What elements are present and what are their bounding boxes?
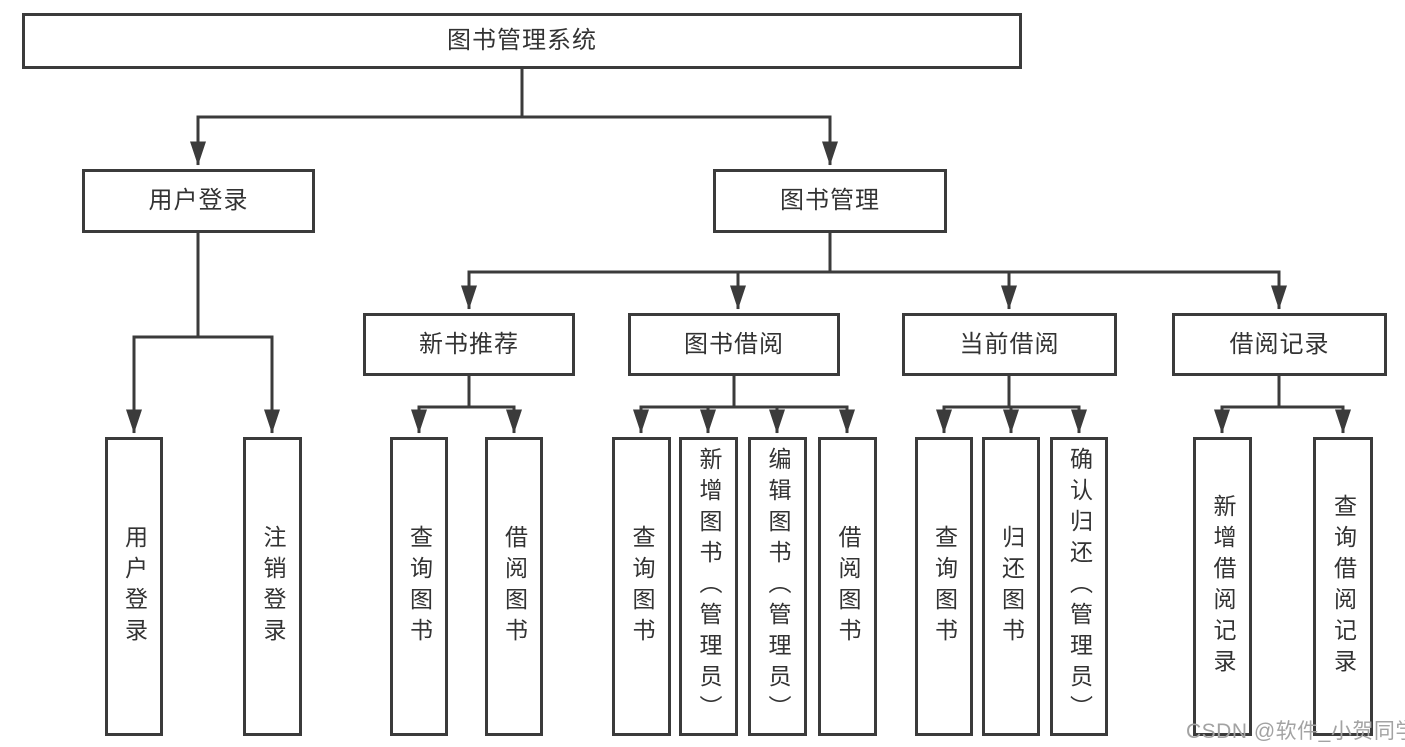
csdn-watermark: CSDN @软件_小贺同学 — [1186, 720, 1405, 743]
node-label: 确认归还（管理员） — [1066, 447, 1093, 726]
node-label: 图书借阅 — [684, 330, 784, 358]
leaf-edit-books-admin: 编辑图书（管理员） — [748, 437, 807, 736]
node-user-login: 用户登录 — [82, 169, 315, 233]
node-label: 借阅记录 — [1229, 330, 1330, 358]
node-label: 当前借阅 — [959, 330, 1060, 358]
node-label: 借阅图书 — [835, 524, 861, 649]
node-label: 新书推荐 — [419, 330, 519, 358]
leaf-borrow-books-borrowing: 借阅图书 — [818, 437, 877, 736]
node-borrowing-records: 借阅记录 — [1172, 313, 1387, 376]
node-label: 归还图书 — [998, 524, 1025, 649]
leaf-user-login: 用户登录 — [105, 437, 163, 736]
leaf-return-books: 归还图书 — [982, 437, 1040, 736]
node-label: 新增图书（管理员） — [696, 447, 722, 726]
node-label: 借阅图书 — [501, 524, 528, 649]
node-new-book-recommendation: 新书推荐 — [363, 313, 575, 376]
node-label: 注销登录 — [260, 524, 286, 649]
node-label: 新增借阅记录 — [1210, 493, 1236, 680]
leaf-confirm-return-admin: 确认归还（管理员） — [1050, 437, 1108, 736]
leaf-query-books-current: 查询图书 — [915, 437, 973, 736]
node-book-borrowing: 图书借阅 — [628, 313, 840, 376]
leaf-query-books-recommend: 查询图书 — [390, 437, 448, 736]
node-label: 用户登录 — [121, 524, 148, 649]
node-label: 图书管理 — [780, 187, 880, 214]
leaf-query-borrow-record: 查询借阅记录 — [1313, 437, 1373, 736]
leaf-query-books-borrowing: 查询图书 — [612, 437, 671, 736]
leaf-add-borrow-record: 新增借阅记录 — [1193, 437, 1252, 736]
node-label: 用户登录 — [148, 187, 249, 214]
node-label: 查询图书 — [406, 524, 433, 649]
node-current-borrowing: 当前借阅 — [902, 313, 1117, 376]
node-root-library-management-system: 图书管理系统 — [22, 13, 1022, 69]
leaf-borrow-books-recommend: 借阅图书 — [485, 437, 543, 736]
leaf-add-books-admin: 新增图书（管理员） — [679, 437, 738, 736]
leaf-logout: 注销登录 — [243, 437, 302, 736]
node-label: 编辑图书（管理员） — [765, 447, 791, 726]
node-label: 查询图书 — [931, 524, 958, 649]
node-label: 图书管理系统 — [447, 27, 597, 54]
node-book-management: 图书管理 — [713, 169, 947, 233]
node-label: 查询借阅记录 — [1330, 493, 1357, 680]
node-label: 查询图书 — [629, 524, 655, 649]
